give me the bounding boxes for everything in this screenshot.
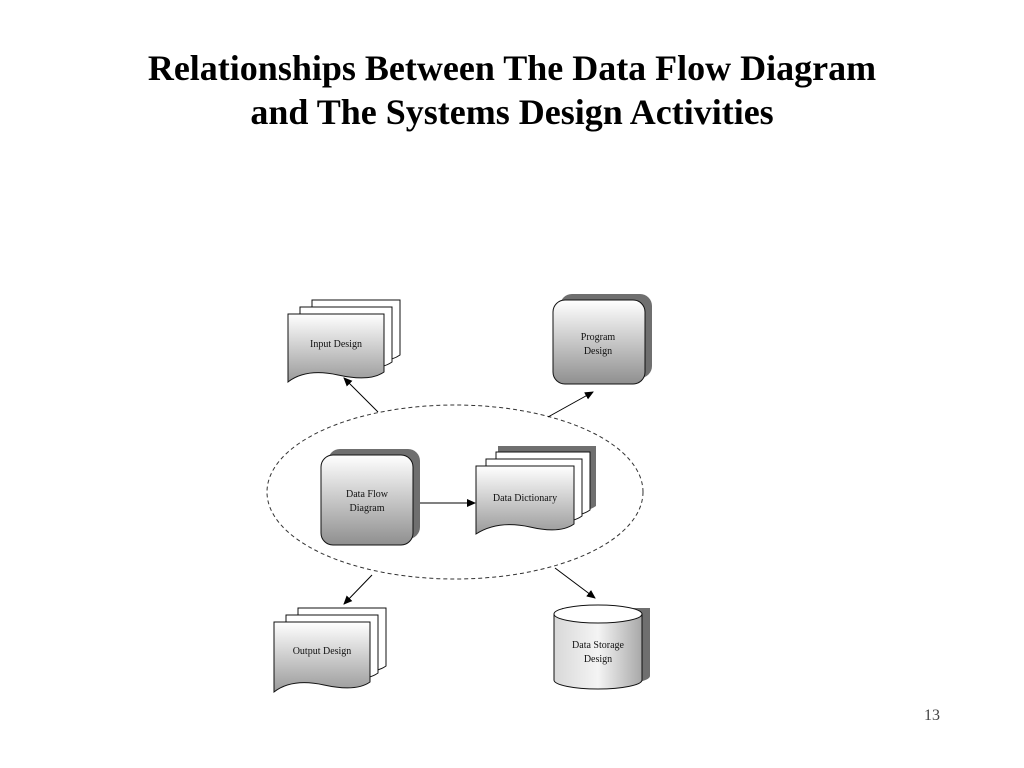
data-flow-diagram-label-1: Data Flow (346, 489, 389, 500)
slide-title: Relationships Between The Data Flow Diag… (0, 46, 1024, 134)
title-line-2: and The Systems Design Activities (250, 92, 774, 132)
dfd-boundary-ellipse (266, 404, 644, 580)
title-line-1: Relationships Between The Data Flow Diag… (147, 48, 877, 88)
arrow-to-output-design (343, 574, 373, 605)
arrow-to-program-design (547, 391, 594, 418)
output-design-label: Output Design (293, 646, 352, 657)
arrow-to-data-storage-design (554, 567, 596, 599)
input-design-node: Input Design (287, 299, 401, 384)
data-flow-diagram-node: Data Flow Diagram (320, 449, 420, 546)
data-dictionary-label: Data Dictionary (493, 493, 557, 504)
program-design-label-1: Program (581, 332, 616, 343)
input-design-label: Input Design (310, 339, 362, 350)
data-storage-design-label-1: Data Storage (572, 640, 624, 651)
arrow-to-input-design (343, 377, 379, 413)
data-flow-diagram-label-2: Diagram (350, 503, 385, 514)
data-dictionary-node: Data Dictionary (475, 446, 596, 535)
program-design-node: Program Design (552, 294, 652, 385)
data-storage-design-node: Data Storage Design (553, 604, 650, 690)
page-number: 13 (924, 707, 940, 724)
program-design-label-2: Design (584, 346, 612, 357)
data-storage-design-label-2: Design (584, 654, 612, 665)
output-design-node: Output Design (273, 607, 387, 694)
